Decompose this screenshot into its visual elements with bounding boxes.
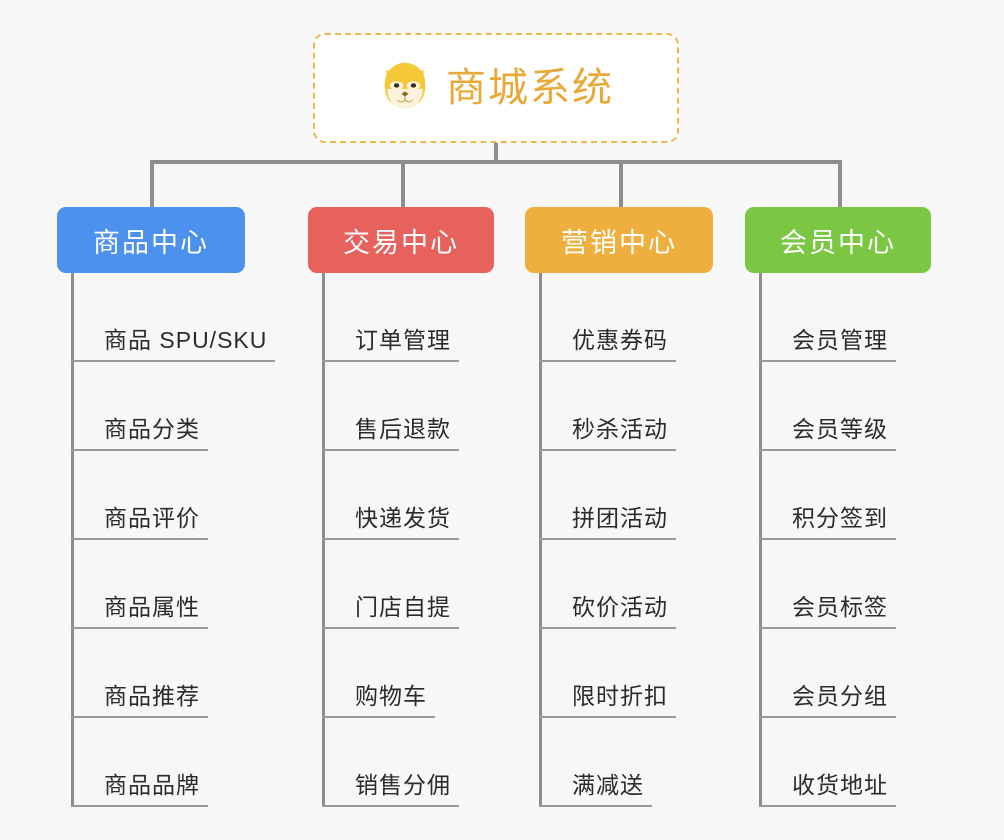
leaf-label: 商品评价 — [71, 505, 208, 540]
root-node[interactable]: 商城系统 — [313, 33, 679, 143]
branch-header-label: 商品中心 — [93, 227, 209, 258]
leaf-label: 门店自提 — [322, 594, 459, 629]
leaf-label: 快递发货 — [322, 505, 459, 540]
list-item[interactable]: 快递发货 — [322, 451, 494, 540]
leaf-label: 会员标签 — [759, 594, 896, 629]
list-item[interactable]: 商品 SPU/SKU — [71, 273, 276, 362]
list-item[interactable]: 限时折扣 — [539, 629, 713, 718]
list-item[interactable]: 满减送 — [539, 718, 713, 807]
connector-drop-3 — [619, 160, 623, 208]
leaf-label: 订单管理 — [322, 327, 459, 362]
list-item[interactable]: 商品属性 — [71, 540, 275, 629]
leaf-label: 会员管理 — [759, 327, 896, 362]
branch-header-label: 交易中心 — [343, 227, 459, 258]
list-item[interactable]: 砍价活动 — [539, 540, 713, 629]
branch-header-label: 营销中心 — [561, 227, 677, 258]
branch-header-label: 会员中心 — [780, 227, 896, 258]
list-item[interactable]: 会员等级 — [759, 362, 931, 451]
leaf-label: 限时折扣 — [539, 683, 676, 718]
list-item[interactable]: 收货地址 — [759, 718, 931, 807]
connector-root-stem — [494, 143, 498, 163]
branch-header-product-center[interactable]: 商品中心 — [57, 207, 245, 273]
list-item[interactable]: 门店自提 — [322, 540, 494, 629]
connector-drop-4 — [838, 160, 842, 208]
list-item[interactable]: 会员管理 — [759, 273, 931, 362]
leaf-label: 商品属性 — [71, 594, 208, 629]
connector-drop-1 — [150, 160, 154, 208]
branch-trade-center: 交易中心 订单管理 售后退款 快递发货 门店自提 购物车 销售分佣 — [308, 207, 494, 807]
leaf-label: 销售分佣 — [322, 772, 459, 807]
leaf-label: 购物车 — [322, 683, 435, 718]
leaf-label: 优惠券码 — [539, 327, 676, 362]
leaf-label: 商品 SPU/SKU — [71, 327, 276, 362]
leaf-label: 售后退款 — [322, 416, 459, 451]
branch-body-trade-center: 订单管理 售后退款 快递发货 门店自提 购物车 销售分佣 — [322, 273, 494, 807]
list-item[interactable]: 积分签到 — [759, 451, 931, 540]
branch-body-product-center: 商品 SPU/SKU 商品分类 商品评价 商品属性 商品推荐 商品品牌 — [71, 273, 276, 807]
branch-body-member-center: 会员管理 会员等级 积分签到 会员标签 会员分组 收货地址 — [759, 273, 931, 807]
list-item[interactable]: 商品分类 — [71, 362, 275, 451]
leaf-label: 收货地址 — [759, 772, 896, 807]
list-item[interactable]: 销售分佣 — [322, 718, 494, 807]
root-title: 商城系统 — [446, 66, 614, 110]
leaf-label: 会员分组 — [759, 683, 896, 718]
list-item[interactable]: 商品品牌 — [71, 718, 275, 807]
leaf-label: 商品分类 — [71, 416, 208, 451]
list-item[interactable]: 会员分组 — [759, 629, 931, 718]
list-item[interactable]: 购物车 — [322, 629, 494, 718]
shiba-dog-face-icon — [378, 61, 432, 115]
branch-member-center: 会员中心 会员管理 会员等级 积分签到 会员标签 会员分组 收货地址 — [745, 207, 931, 807]
leaf-label: 商品推荐 — [71, 683, 208, 718]
leaf-label: 满减送 — [539, 772, 652, 807]
list-item[interactable]: 售后退款 — [322, 362, 494, 451]
list-item[interactable]: 拼团活动 — [539, 451, 713, 540]
branch-header-member-center[interactable]: 会员中心 — [745, 207, 931, 273]
leaf-label: 商品品牌 — [71, 772, 208, 807]
branch-header-marketing-center[interactable]: 营销中心 — [525, 207, 713, 273]
leaf-label: 积分签到 — [759, 505, 896, 540]
leaf-label: 拼团活动 — [539, 505, 676, 540]
list-item[interactable]: 订单管理 — [322, 273, 494, 362]
list-item[interactable]: 会员标签 — [759, 540, 931, 629]
list-item[interactable]: 秒杀活动 — [539, 362, 713, 451]
connector-drop-2 — [401, 160, 405, 208]
list-item[interactable]: 商品推荐 — [71, 629, 275, 718]
leaf-label: 会员等级 — [759, 416, 896, 451]
leaf-label: 秒杀活动 — [539, 416, 676, 451]
branch-product-center: 商品中心 商品 SPU/SKU 商品分类 商品评价 商品属性 商品推荐 商品品牌 — [57, 207, 276, 807]
branch-marketing-center: 营销中心 优惠券码 秒杀活动 拼团活动 砍价活动 限时折扣 满减送 — [525, 207, 713, 807]
branch-header-trade-center[interactable]: 交易中心 — [308, 207, 494, 273]
connector-horizontal-bus — [150, 160, 840, 164]
branch-body-marketing-center: 优惠券码 秒杀活动 拼团活动 砍价活动 限时折扣 满减送 — [539, 273, 713, 807]
leaf-label: 砍价活动 — [539, 594, 676, 629]
list-item[interactable]: 优惠券码 — [539, 273, 713, 362]
list-item[interactable]: 商品评价 — [71, 451, 275, 540]
